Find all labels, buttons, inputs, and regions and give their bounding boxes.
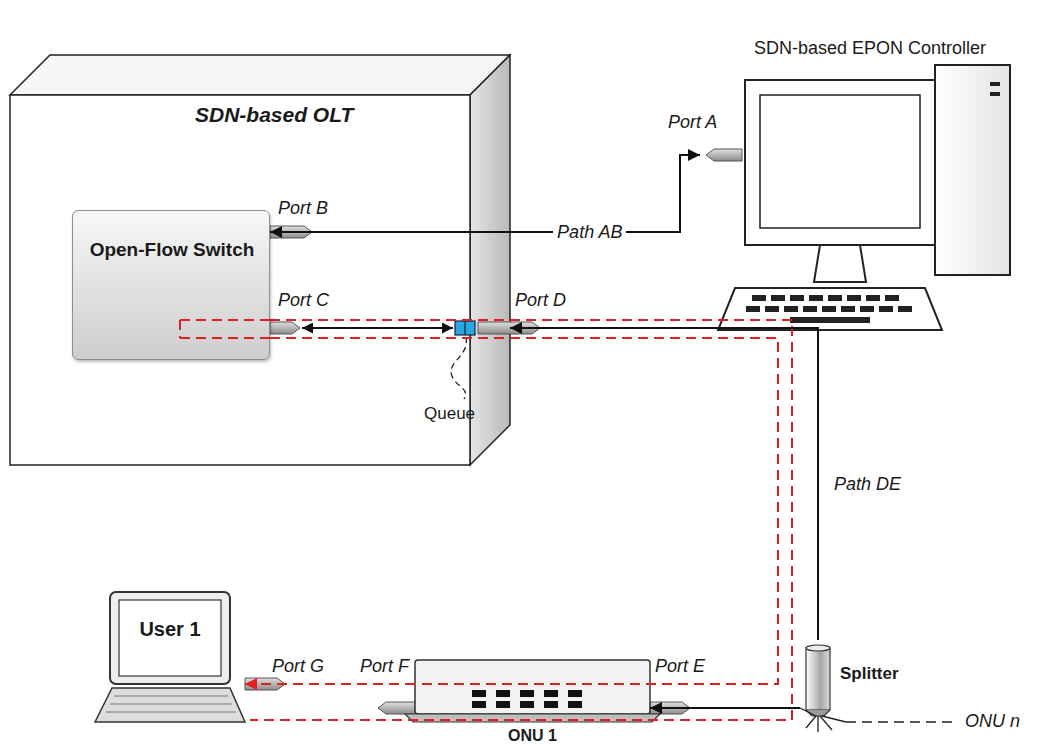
onu-device-illustration xyxy=(405,660,660,722)
node-label: Splitter xyxy=(840,664,899,684)
openflow-switch-box: Open-Flow Switch xyxy=(72,210,270,360)
monitor-frame xyxy=(745,80,935,245)
keyboard-keys xyxy=(746,295,912,323)
housing-front xyxy=(10,95,470,465)
fiber-connector xyxy=(650,707,800,709)
computer-illustration xyxy=(718,65,1010,330)
housing-top xyxy=(10,55,510,95)
port-a-connector xyxy=(706,149,742,161)
port-label: Port C xyxy=(278,290,329,311)
port-label: Port A xyxy=(668,112,717,133)
onu-device: ONU 1 xyxy=(415,650,650,748)
data-path-outline xyxy=(72,210,270,360)
user-laptop: User 1 xyxy=(95,588,245,728)
queue-symbol xyxy=(455,321,475,335)
port-label: Port E xyxy=(655,656,705,677)
path-label: Path AB xyxy=(553,222,626,243)
monitor-screen xyxy=(760,95,920,228)
port-label: Port B xyxy=(278,198,328,219)
port-connectors xyxy=(245,149,742,714)
data-path-outline xyxy=(250,320,792,720)
node-label: SDN-based EPON Controller xyxy=(754,38,986,59)
port-label: Port F xyxy=(360,656,409,677)
port-label: Port G xyxy=(272,656,324,677)
fiber-connector xyxy=(510,328,818,640)
olt-housing-outline xyxy=(10,55,510,465)
node-label: User 1 xyxy=(139,618,200,641)
tower-slot xyxy=(990,92,1000,96)
queue-label: Queue xyxy=(424,404,475,424)
branch-label: ONU n xyxy=(965,711,1020,732)
onu-n-fiber xyxy=(846,721,958,723)
data-path-segment xyxy=(180,319,270,321)
splitter-symbol xyxy=(800,645,846,732)
port-label: Port D xyxy=(515,290,566,311)
data-path-segment xyxy=(179,320,181,338)
computer-tower xyxy=(935,65,1010,275)
data-path-segment xyxy=(180,337,270,339)
fiber-connector xyxy=(270,155,700,232)
tower-slot xyxy=(990,82,1000,86)
node-label: Open-Flow Switch xyxy=(90,239,255,261)
controller-computer: SDN-based EPON Controller xyxy=(700,30,1040,335)
port-f-connector xyxy=(378,702,415,714)
node-label: SDN-based OLT xyxy=(195,103,353,127)
node-label: ONU 1 xyxy=(508,727,557,745)
laptop-illustration xyxy=(95,592,245,722)
port-c-connector xyxy=(270,322,300,334)
olt-housing: Open-Flow Switch SDN-based OLT xyxy=(10,55,510,465)
internal-link xyxy=(302,327,453,329)
queue-leader xyxy=(451,337,466,399)
housing-side xyxy=(470,55,510,465)
path-label: Path DE xyxy=(830,474,905,495)
keyboard xyxy=(718,288,942,330)
fiber-connector xyxy=(245,683,415,685)
monitor-stand xyxy=(814,245,866,282)
splitter: Splitter xyxy=(800,640,905,720)
